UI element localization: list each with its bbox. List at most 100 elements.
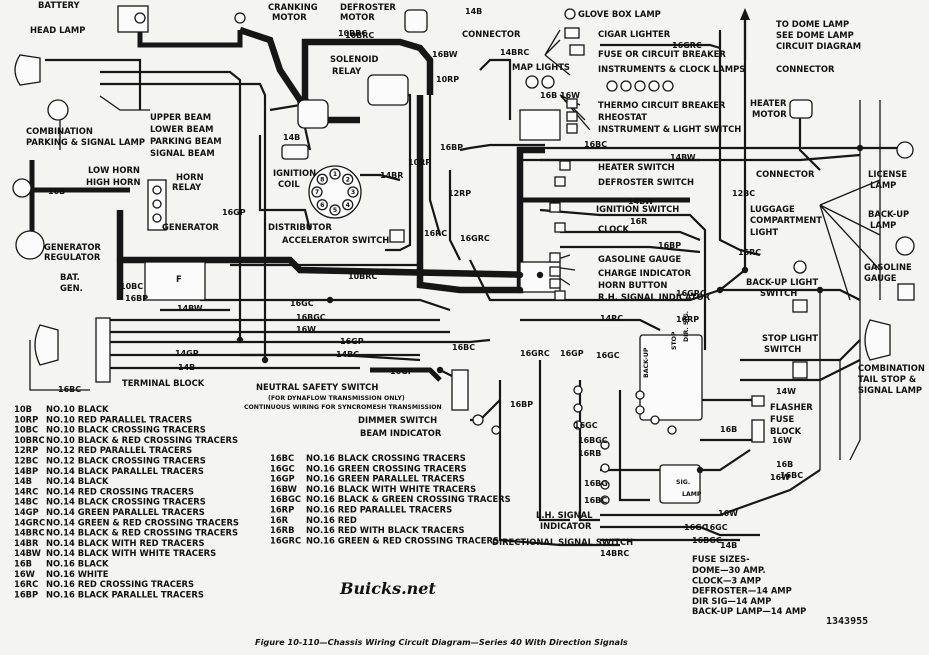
- label-right-35: STOP LIGHT: [762, 333, 818, 343]
- label-right-31: GASOLINE: [864, 262, 912, 272]
- label-center-0: CRANKING: [268, 2, 318, 12]
- switch-contact: [600, 495, 610, 505]
- wire-label: 16BP: [440, 143, 463, 152]
- dash-harness-top: [479, 58, 512, 120]
- label-right-39: SIGNAL LAMP: [858, 385, 922, 395]
- junction-dots: [116, 144, 864, 474]
- instrument-lamp: [662, 80, 674, 92]
- lamp-harness-4: [99, 95, 150, 111]
- label-center-10: NEUTRAL SAFETY SWITCH: [256, 382, 378, 392]
- legend-code: 16GP: [270, 474, 295, 484]
- wire-label: 16R: [630, 217, 647, 226]
- legend-desc: NO.14 BLACK WITH WHITE TRACERS: [46, 548, 216, 558]
- wire-label: 16GC: [290, 299, 314, 308]
- junction-dot: [326, 296, 334, 304]
- wire-label: 16RC: [738, 248, 761, 257]
- label-right-34: SWITCH: [760, 288, 797, 298]
- legend-desc: NO.14 BLACK CROSSING TRACERS: [46, 497, 206, 507]
- distributor-pin: [347, 186, 359, 198]
- wire-label: 16GC: [704, 523, 728, 532]
- relay-box-label-4: LAMP: [682, 491, 702, 498]
- ign-switch-loop: [539, 208, 707, 350]
- lower-right-2: [600, 469, 821, 517]
- label-left-18: TERMINAL BLOCK: [122, 378, 205, 388]
- wire-label: 16GC: [684, 523, 708, 532]
- label-right-22: MOTOR: [752, 109, 787, 119]
- legend-desc: NO.14 BLACK: [46, 476, 109, 486]
- battery-cable: [137, 30, 243, 48]
- label-right-20: CONNECTOR: [776, 64, 835, 74]
- switch-terminal: [566, 98, 578, 109]
- legend-desc: NO.16 RED CROSSING TRACERS: [46, 579, 194, 589]
- defroster-motor-symbol: [404, 9, 428, 33]
- legend-code: 14RC: [14, 486, 38, 496]
- label-right-19: CIRCUIT DIAGRAM: [776, 41, 861, 51]
- wire-label: 16RC: [424, 229, 447, 238]
- label-right-25: LAMP: [870, 180, 896, 190]
- wire-label: 16B: [776, 460, 793, 469]
- generator-symbol: [15, 230, 45, 260]
- 14b-lower: [29, 340, 90, 391]
- instrument-lamps: [606, 80, 674, 92]
- wire-label: 16B: [540, 91, 557, 100]
- label-center-4: SOLENOID: [330, 54, 378, 64]
- label-left-13: GENERATOR: [44, 242, 101, 252]
- label-center-17: DIRECTIONAL SIGNAL SWITCH: [492, 537, 633, 547]
- legend-code: 14BRC: [14, 528, 45, 538]
- legend-desc: NO.16 RED WITH BLACK TRACERS: [306, 525, 464, 535]
- switch-contact: [573, 420, 583, 430]
- label-right-23: CONNECTOR: [756, 169, 815, 179]
- junction-dot: [261, 356, 269, 364]
- accelerator-switch-symbol: [389, 229, 405, 243]
- wire-label: 16GRC: [676, 289, 706, 298]
- legend-code: 16W: [14, 569, 35, 579]
- ignition-coil-symbol: [281, 144, 309, 160]
- battery-terminal-pos: [134, 12, 146, 24]
- distributor-pin-number: 6: [320, 202, 324, 209]
- label-right-42: BLOCK: [770, 426, 802, 436]
- distributor-pin-number: 7: [315, 189, 319, 196]
- wire-label: 12BC: [732, 189, 755, 198]
- legend-desc: NO.16 GREEN PARALLEL TRACERS: [306, 474, 465, 484]
- junction-dot: [416, 281, 424, 289]
- cigar-lighter-symbol: [564, 27, 580, 39]
- legend-desc: NO.14 BLACK WITH RED TRACERS: [46, 538, 204, 548]
- distributor-pin-number: 3: [351, 189, 355, 196]
- wire-label: 16W: [770, 473, 790, 482]
- legend-desc: NO.14 BLACK & RED CROSSING TRACERS: [46, 528, 238, 538]
- instrument-lamp: [634, 80, 646, 92]
- head-lamp-symbol: [14, 54, 41, 86]
- label-center-8: DISTRIBUTOR: [268, 222, 332, 232]
- wire-label: 16RP: [676, 315, 699, 324]
- label-right-32: GAUGE: [864, 273, 897, 283]
- label-right-27: COMPARTMENT: [750, 215, 822, 225]
- legend-code: 16GRC: [270, 535, 301, 545]
- label-right-1: CONNECTOR: [462, 29, 521, 39]
- label-right-0: GLOVE BOX LAMP: [578, 9, 661, 19]
- legend-code: 14BC: [14, 497, 38, 507]
- instrument-lamp: [620, 80, 632, 92]
- label-left-6: PARKING BEAM: [150, 136, 222, 146]
- label-right-16: R.H. SIGNAL INDICATOR: [598, 292, 711, 302]
- legend-desc: NO.16 BLACK CROSSING TRACERS: [306, 453, 466, 463]
- label-right-2: CIGAR LIGHTER: [598, 29, 671, 39]
- label-right-10: DEFROSTER SWITCH: [598, 177, 694, 187]
- relay-box-label-1: STOP: [671, 331, 678, 350]
- dash-switches: [549, 98, 578, 301]
- legend-desc: NO.14 RED CROSSING TRACERS: [46, 486, 194, 496]
- legend-code: 14GP: [14, 507, 39, 517]
- switch-terminal: [549, 266, 561, 277]
- legend-code: 14GRC: [14, 517, 45, 527]
- glove-box-lamp-symbol: [564, 8, 576, 20]
- lamp-harness-3: [100, 82, 267, 360]
- rear-gauge-symbol: [897, 283, 915, 301]
- legend-desc: NO.14 BLACK PARALLEL TRACERS: [46, 466, 204, 476]
- 16bp-run: [428, 95, 442, 236]
- distributor-pin: [316, 173, 328, 185]
- relay-box-label-3: SIG.: [676, 479, 690, 486]
- wire-label: 16W: [560, 91, 580, 100]
- junction-dot: [236, 336, 244, 344]
- dimmer-switch-symbol: [472, 414, 484, 426]
- label-right-3: FUSE OR CIRCUIT BREAKER: [598, 49, 726, 59]
